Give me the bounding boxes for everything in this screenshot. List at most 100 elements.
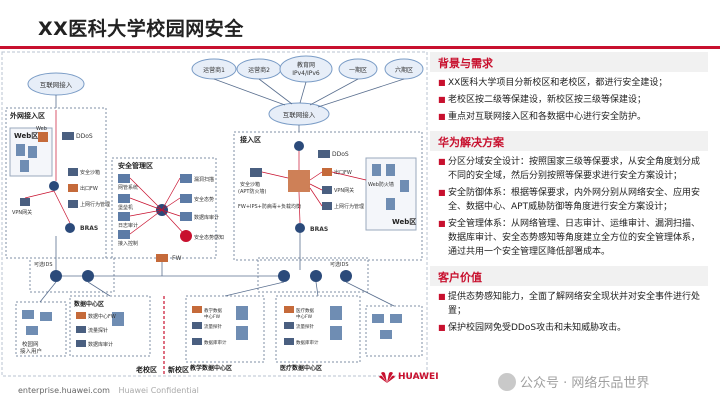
list-item: ■重点对互联网接入区和各数据中心进行安全防护。 [438, 112, 647, 122]
bras-icon [65, 223, 75, 233]
svg-text:安全态势感知: 安全态势感知 [194, 234, 224, 241]
svg-text:数据中心FW: 数据中心FW [88, 313, 116, 320]
watermark-text: 公众号 · 网络乐品世界 [520, 376, 650, 391]
bullet-icon: ■ [438, 219, 446, 228]
mgmt-icons: 网管系统 漏洞扫描 堡垒机 安全态势 日志审计 数据库审计 接入控制 安全态势感… [118, 174, 224, 247]
cloud-icon: 六期区 [384, 58, 424, 80]
svg-text:中心FW: 中心FW [204, 313, 221, 320]
svg-text:安全沙箱: 安全沙箱 [80, 169, 100, 176]
behavior-mgmt-icon [68, 200, 78, 208]
title-rule [0, 46, 720, 49]
svg-text:FW: FW [172, 255, 181, 262]
svg-text:校园网: 校园网 [22, 340, 39, 348]
svg-text:中心FW: 中心FW [296, 313, 313, 320]
huawei-logo-text: HUAWEI [398, 372, 439, 382]
svg-text:FW+IPS+防病毒+负载均衡: FW+IPS+防病毒+负载均衡 [238, 203, 301, 210]
svg-text:安全沙箱: 安全沙箱 [240, 181, 260, 188]
svg-text:(APT防火墙): (APT防火墙) [238, 188, 266, 195]
pc-icon [22, 310, 52, 335]
list-item: ■安全防御体系：根据等保要求，内外网分别从网络安全、应用安全、数据中心、APT威… [438, 188, 701, 212]
svg-text:网管系统: 网管系统 [118, 184, 138, 191]
svg-text:出口FW: 出口FW [334, 169, 352, 176]
list-item: ■提供态势感知能力，全面了解网络安全现状并对安全事件进行处置； [438, 292, 701, 316]
svg-text:外网接入区: 外网接入区 [10, 111, 45, 120]
cloud-label: 六期区 [395, 66, 413, 74]
list-item: ■XX医科大学项目分新校区和老校区，都进行安全建设； [438, 78, 668, 88]
core-router-icon [50, 270, 94, 282]
section-value: ■提供态势感知能力，全面了解网络安全现状并对安全事件进行处置； ■保护校园网免受… [430, 286, 708, 342]
svg-text:流量探针: 流量探针 [204, 323, 222, 330]
behavior-mgmt-icon [322, 202, 332, 210]
firewall-icon [38, 132, 48, 142]
page-title: XX医科大学校园网安全 [38, 18, 244, 40]
watermark: 公众号 · 网络乐品世界 [498, 372, 649, 391]
svg-text:安全管理区: 安全管理区 [118, 161, 153, 170]
server-icon [16, 144, 37, 172]
server-icon [372, 164, 409, 210]
vpn-icon [20, 198, 30, 206]
outlet-fw-icon [322, 168, 332, 176]
firewall-icon [68, 184, 78, 192]
bullet-icon: ■ [438, 112, 446, 121]
svg-text:VPN网关: VPN网关 [12, 209, 32, 216]
svg-text:数据库审计: 数据库审计 [194, 214, 219, 221]
svg-text:Web防火墙: Web防火墙 [368, 181, 394, 188]
internet-cloud-left: 互联网接入 [27, 72, 85, 96]
huawei-logo: HUAWEI [378, 370, 439, 384]
zone-campus-users [15, 301, 67, 357]
apt-sandbox-icon [250, 168, 262, 177]
svg-text:互联网接入: 互联网接入 [40, 80, 73, 89]
zone-access [233, 131, 423, 261]
huawei-logo-icon [379, 372, 395, 383]
svg-text:老校区: 老校区 [135, 365, 157, 374]
bullet-icon: ■ [438, 292, 446, 301]
svg-text:日志审计: 日志审计 [118, 222, 138, 229]
section-header-solution: 华为解决方案 [430, 131, 708, 151]
core-router-icon [278, 270, 352, 282]
section-solution: ■分区分域安全设计：按照国家三级等保要求，从安全角度划分成不同的安全域，然后分别… [430, 151, 708, 266]
wechat-icon [498, 372, 516, 391]
ddos-device-icon [318, 150, 330, 158]
svg-text:接入区: 接入区 [240, 135, 261, 144]
core-left [29, 257, 115, 293]
svg-text:接入用户: 接入用户 [20, 347, 42, 355]
svg-text:互联网接入: 互联网接入 [283, 110, 316, 119]
bullet-icon: ■ [438, 95, 446, 104]
zone-campus-users-right [365, 305, 423, 357]
dc-device-icon [76, 312, 124, 347]
router-icon [49, 181, 59, 191]
list-item: ■保护校园网免受DDoS攻击和未知威胁攻击。 [438, 323, 627, 333]
sandbox-icon [68, 168, 78, 176]
svg-text:IPv4/IPv6: IPv4/IPv6 [292, 70, 320, 77]
svg-text:BRAS: BRAS [80, 225, 98, 232]
svg-text:接入控制: 接入控制 [118, 240, 138, 247]
svg-text:教学数据中心区: 教学数据中心区 [189, 364, 232, 372]
svg-text:上网行为管理: 上网行为管理 [80, 201, 110, 208]
dc-device-icon [192, 306, 248, 345]
info-panel: 背景与需求 ■XX医科大学项目分新校区和老校区，都进行安全建设； ■老校区按二级… [430, 52, 708, 382]
cloud-icon: 教育网 IPv4/IPv6 [279, 55, 333, 83]
svg-text:数据库审计: 数据库审计 [204, 339, 227, 346]
footer: enterprise.huawei.com Huawei Confidentia… [18, 386, 199, 395]
svg-text:漏洞扫描: 漏洞扫描 [194, 176, 214, 183]
router-icon [294, 141, 304, 151]
footer-site: enterprise.huawei.com [18, 386, 110, 395]
cloud-icon: 一期区 [338, 58, 378, 80]
bullet-icon: ■ [438, 157, 446, 166]
section-header-value: 客户价值 [430, 266, 708, 286]
svg-text:安全态势: 安全态势 [194, 196, 214, 203]
list-item: ■老校区按二级等保建设，新校区按三级等保建设； [438, 95, 647, 105]
svg-text:可选IDS: 可选IDS [330, 261, 349, 268]
svg-text:DDoS: DDoS [332, 151, 349, 158]
cloud-group: 运营商1 运营商2 教育网 IPv4/IPv6 一期区 六期区 [191, 55, 424, 83]
svg-text:BRAS: BRAS [310, 226, 328, 233]
svg-text:Web区: Web区 [392, 218, 416, 226]
svg-text:新校区: 新校区 [168, 365, 189, 374]
cloud-label: 运营商2 [248, 66, 270, 74]
svg-text:Web区: Web区 [14, 132, 38, 140]
list-item: ■安全管理体系：从网络管理、日志审计、运维审计、漏洞扫描、数据库审计、安全态势感… [438, 219, 701, 257]
firewall-icon [288, 170, 310, 192]
svg-text:上网行为管理: 上网行为管理 [334, 203, 364, 210]
svg-text:出口FW: 出口FW [80, 185, 98, 192]
cloud-label: 运营商1 [203, 66, 225, 74]
